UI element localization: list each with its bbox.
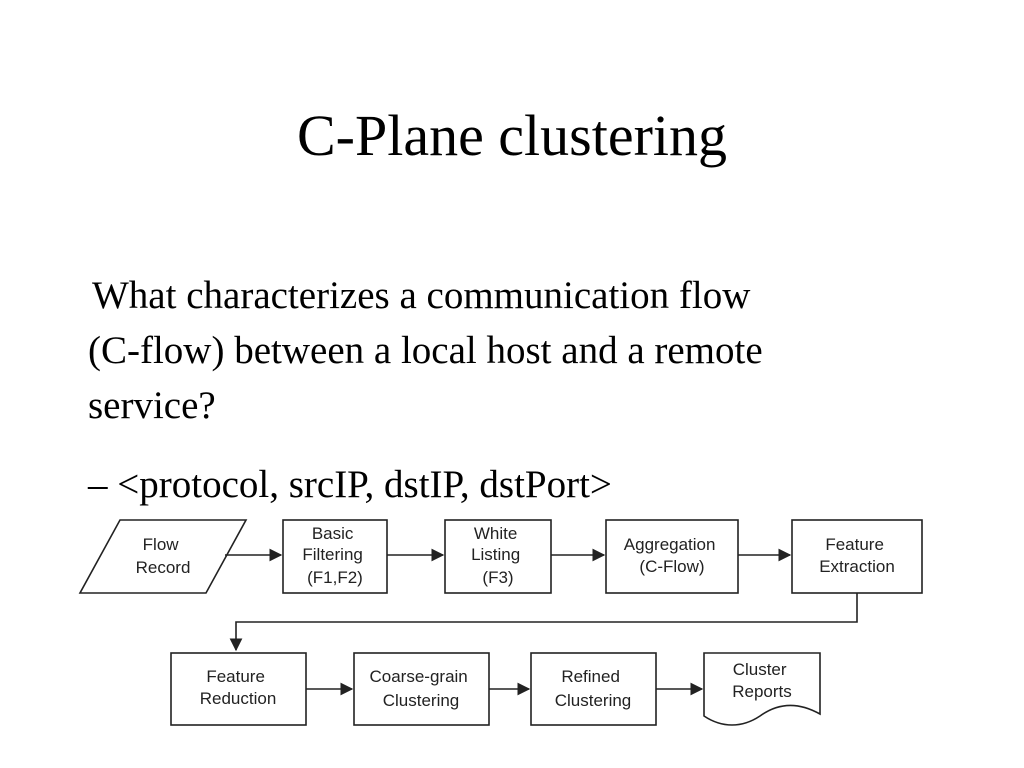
flow-record-label: Flow Record	[136, 535, 191, 577]
question-line: (C-flow) between a local host and a remo…	[88, 329, 763, 372]
arrow-extraction-to-reduction	[229, 593, 858, 652]
feature-extraction-node	[791, 519, 923, 594]
white-listing-node	[444, 519, 552, 594]
flow-tuple-bullet: – <protocol, srcIP, dstIP, dstPort>	[88, 463, 612, 506]
coarse-clustering-node	[353, 652, 490, 726]
flow-record-node	[78, 519, 248, 594]
aggregation-node	[605, 519, 739, 594]
basic-filtering-label: Basic Filtering (F1,F2)	[302, 524, 367, 587]
feature-reduction-node	[170, 652, 307, 726]
question-line: service?	[88, 384, 216, 427]
feature-reduction-label: Feature Reduction	[200, 667, 277, 708]
slide-title: C-Plane clustering	[296, 103, 728, 168]
coarse-clustering-label: Coarse-grain Clustering	[370, 667, 473, 710]
question-line: What characterizes a communication flow	[92, 274, 751, 317]
white-listing-label: White Listing (F3)	[471, 524, 525, 587]
question-text: What characterizes a communication flow …	[88, 268, 948, 433]
cluster-reports-node	[703, 652, 821, 726]
feature-extraction-label: Feature Extraction	[819, 535, 895, 576]
refined-clustering-node	[530, 652, 657, 726]
aggregation-label: Aggregation (C-Flow)	[624, 535, 720, 576]
basic-filtering-node	[282, 519, 388, 594]
cluster-reports-label: Cluster Reports	[732, 660, 792, 701]
refined-clustering-label: Refined Clustering	[555, 667, 632, 710]
